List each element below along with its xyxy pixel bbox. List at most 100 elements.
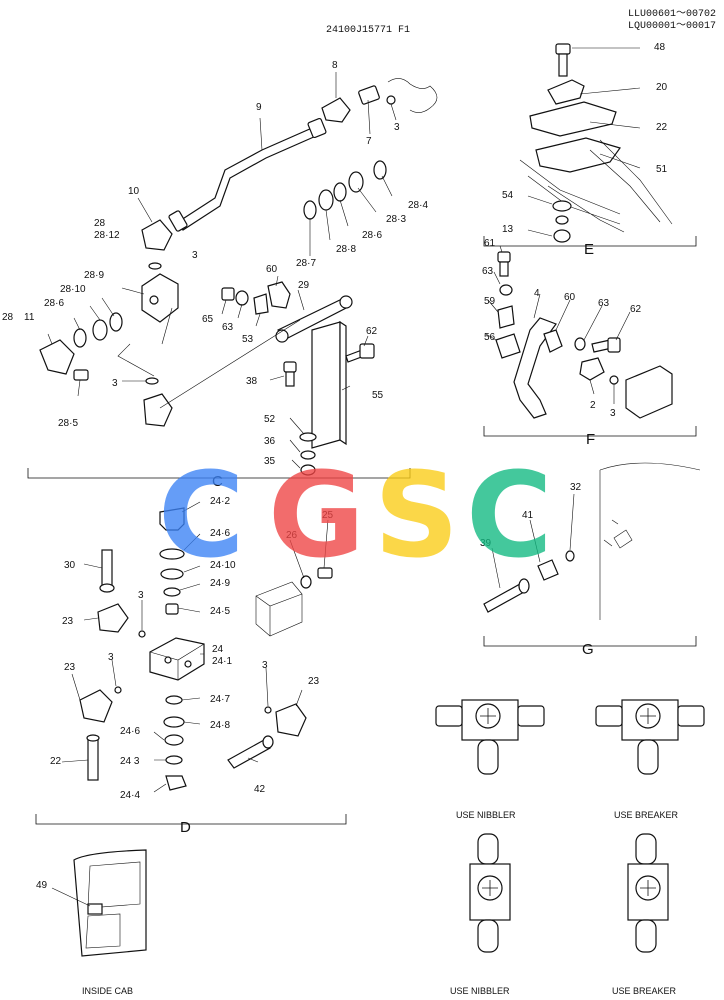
bolt-38 xyxy=(283,361,297,373)
label-29: 29 xyxy=(298,280,310,291)
leader-lines xyxy=(491,493,575,589)
valve-view-nibbler-1 xyxy=(435,699,545,775)
dial-marker xyxy=(480,708,496,724)
mount-bracket xyxy=(255,581,303,637)
inside-cab-view xyxy=(51,849,147,957)
label-7: 7 xyxy=(366,136,372,147)
label-51: 51 xyxy=(656,164,668,175)
valve-port-bottom xyxy=(477,919,499,953)
ring-28-6 xyxy=(73,328,87,348)
section-e-assembly xyxy=(483,43,697,247)
label-62: 62 xyxy=(630,304,642,315)
link-4 xyxy=(513,317,557,419)
port xyxy=(164,656,172,664)
label-24: 24 xyxy=(212,644,224,655)
o-ring-24-6 xyxy=(159,548,185,560)
cab-window xyxy=(85,861,141,949)
o-ring-3 xyxy=(148,262,162,270)
pipe-39 xyxy=(483,583,525,613)
valve-view-breaker-2 xyxy=(627,833,669,953)
label-24-8: 24·8 xyxy=(210,720,230,731)
pipe-end xyxy=(262,735,274,749)
ring-24-6 xyxy=(164,734,184,746)
caption-use-breaker: USE BREAKER xyxy=(612,986,677,996)
label-41: 41 xyxy=(522,510,534,521)
fitting-41 xyxy=(537,559,559,581)
label-42: 42 xyxy=(254,784,266,795)
ring-28-7 xyxy=(303,200,317,220)
valve-port-right xyxy=(517,705,545,727)
valve-port-bottom xyxy=(635,919,657,953)
label-3: 3 xyxy=(112,378,118,389)
cap-24-4 xyxy=(165,775,187,791)
label-65: 65 xyxy=(202,314,214,325)
label-28-3: 28·3 xyxy=(386,214,406,225)
pipe-30 xyxy=(101,549,113,589)
pipe-9 xyxy=(177,127,317,231)
label-24-3: 24 3 xyxy=(120,756,140,767)
label-39: 39 xyxy=(480,538,492,549)
drawing-number: 24100J15771 F1 xyxy=(326,25,410,36)
leader-lines xyxy=(527,47,641,237)
label-8: 8 xyxy=(332,60,338,71)
ring-28-3 xyxy=(348,171,364,193)
section-label-f: F xyxy=(586,431,595,448)
label-28-6: 28·6 xyxy=(44,298,64,309)
o-ring-32 xyxy=(565,550,575,562)
label-11: 11 xyxy=(24,312,35,323)
section-c-bracket xyxy=(27,468,411,479)
plate-edge xyxy=(339,320,347,446)
leader-lines xyxy=(485,245,631,404)
fitting-2 xyxy=(579,357,605,381)
ring-24-3 xyxy=(165,755,183,765)
serial-range-1: LLU00601～00702 xyxy=(628,9,716,20)
label-28-9: 28·9 xyxy=(84,270,104,281)
elbow-10 xyxy=(141,219,173,251)
label-10: 10 xyxy=(128,186,140,197)
cap-28-11 xyxy=(39,339,75,375)
bracket-60 xyxy=(543,329,563,353)
valve-port-bottom xyxy=(477,739,499,775)
bolt-61-shank xyxy=(499,261,509,277)
label-3: 3 xyxy=(262,660,268,671)
block-28 xyxy=(141,273,179,323)
label-32: 32 xyxy=(570,482,582,493)
nut-35 xyxy=(300,464,316,476)
bolt-61 xyxy=(497,251,511,263)
ring-24-8 xyxy=(163,716,185,728)
pipe-end xyxy=(518,578,530,594)
label-23: 23 xyxy=(308,676,320,687)
watermark: C G S C xyxy=(158,446,553,584)
washer-63 xyxy=(574,337,586,351)
label-23: 23 xyxy=(64,662,76,673)
section-g-bracket xyxy=(483,636,697,647)
fitting xyxy=(143,393,173,427)
pipe-end xyxy=(86,734,100,742)
label-59: 59 xyxy=(484,296,496,307)
label-55: 55 xyxy=(372,390,384,401)
clamp-20 xyxy=(547,79,585,105)
machine-body-outline xyxy=(387,78,438,113)
ring-24-9 xyxy=(163,587,181,597)
block-edges xyxy=(149,643,205,680)
o-ring-3 xyxy=(138,630,146,638)
ring-28-6 xyxy=(333,182,347,202)
valve-port-left xyxy=(435,705,463,727)
plate-55 xyxy=(311,321,341,449)
washer-26 xyxy=(300,575,312,589)
serial-range-2: LQU00001～00017 xyxy=(628,21,716,32)
label-52: 52 xyxy=(264,414,276,425)
label-3: 3 xyxy=(108,652,114,663)
valve-view-breaker-1 xyxy=(595,699,705,775)
dial-marker xyxy=(640,708,656,724)
dial-marker xyxy=(482,880,498,896)
valve-view-nibbler-2 xyxy=(469,833,511,953)
label-24-6: 24·6 xyxy=(120,726,140,737)
label-2: 2 xyxy=(590,400,596,411)
pipe-22 xyxy=(87,737,99,781)
o-ring-3 xyxy=(145,377,159,385)
bar-end xyxy=(339,295,353,309)
label-36: 36 xyxy=(264,436,276,447)
cab-frame-outline xyxy=(599,462,701,620)
label-24-6: 24·6 xyxy=(210,528,230,539)
